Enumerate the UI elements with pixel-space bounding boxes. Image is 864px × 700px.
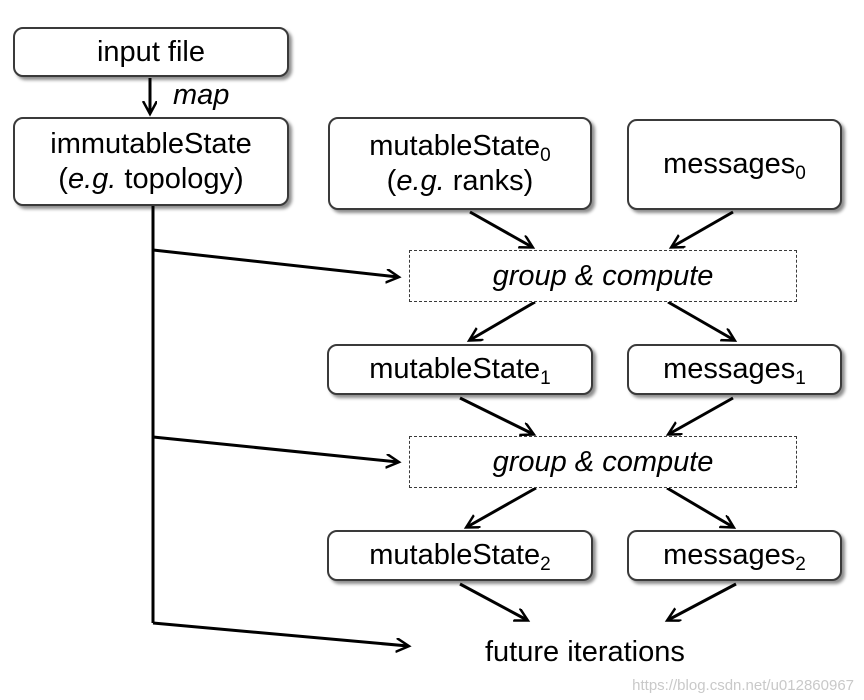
input-file-label: input file [96,35,205,68]
group-compute-1-label: group & compute [492,259,714,292]
immutable-state-note: (e.g. topology) [58,162,244,195]
edge-messages0-to-group1 [672,210,734,247]
edge-group1-to-mutable1 [470,300,536,340]
messages-1-label: messages1 [663,353,806,390]
input-file-node: input file [13,27,289,77]
edge-mutable2-to-future [459,582,527,620]
messages-2-node: messages2 [627,530,842,581]
mutable-state-0-title: mutableState0 [369,129,551,166]
future-iterations-label: future iterations [485,636,685,668]
immutable-state-title: immutableState [50,127,252,160]
edge-group2-to-messages2 [666,486,733,527]
messages-1-node: messages1 [627,344,842,395]
mutable-state-2-label: mutableState2 [369,539,551,576]
edge-mutable1-to-group2 [459,396,533,434]
messages-2-label: messages2 [663,539,806,576]
edge-group1-to-messages1 [667,300,734,340]
edge-group2-to-mutable2 [467,486,537,527]
edge-immutable-to-group2 [152,435,398,462]
mutable-state-1-node: mutableState1 [327,344,593,395]
edge-mutable0-to-group1 [469,210,532,247]
edge-immutable-to-group1 [152,248,398,277]
mutable-state-2-node: mutableState2 [327,530,593,581]
group-compute-2-label: group & compute [492,445,714,478]
edge-messages2-to-future [668,582,737,620]
mutable-state-0-node: mutableState0 (e.g. ranks) [328,117,592,210]
mutable-state-1-label: mutableState1 [369,353,551,390]
messages-0-node: messages0 [627,119,842,210]
edge-messages1-to-group2 [669,396,734,434]
watermark-text: https://blog.csdn.net/u012860967 [632,677,854,694]
immutable-state-node: immutableState (e.g. topology) [13,117,289,206]
edge-immutable-to-future [152,621,408,646]
map-edge-label: map [173,79,230,111]
messages-0-label: messages0 [663,148,806,185]
group-compute-2-node: group & compute [409,436,797,488]
mutable-state-0-note: (e.g. ranks) [386,164,534,197]
group-compute-1-node: group & compute [409,250,797,302]
